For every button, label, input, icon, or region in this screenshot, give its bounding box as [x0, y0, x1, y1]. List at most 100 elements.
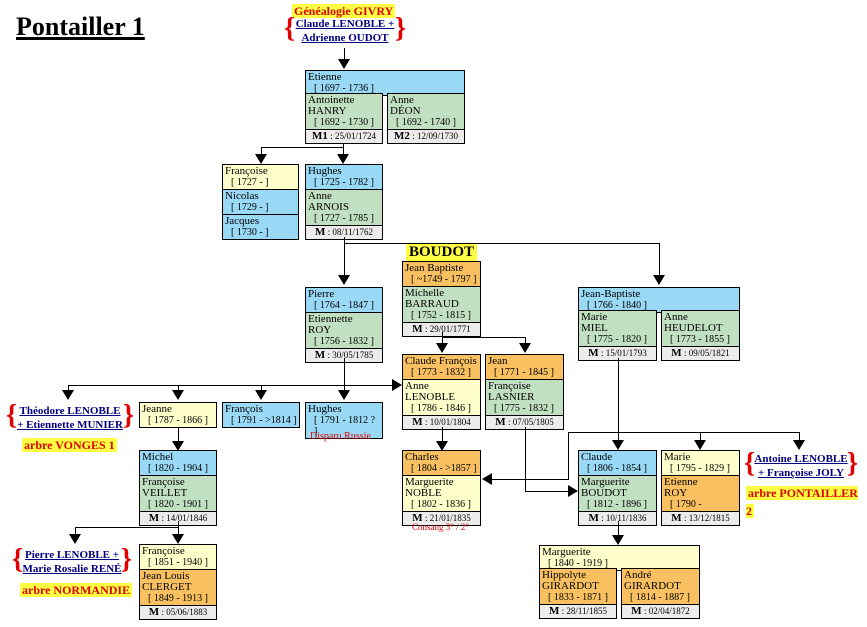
dates-text: [ 1729 - ] [231, 202, 269, 213]
person-cell: Hughes[ 1791 - 1812 ? ] [306, 403, 382, 438]
dates-text: [ 1849 - 1913 ] [148, 593, 208, 604]
connector-line [261, 385, 262, 392]
genealogie-givry-label[interactable]: Généalogie GIVRY [292, 2, 396, 20]
tree-text: arbre PONTAILLER 2 [746, 486, 858, 518]
givry-link-line2[interactable]: Adrienne OUDOT [301, 32, 389, 44]
connector-line [68, 385, 69, 392]
normandie-link-line1[interactable]: Pierre LENOBLE + [24, 549, 120, 561]
dates-text: [ 1727 - 1785 ] [314, 213, 374, 224]
consanguinity-note: Consang 3° / 2° [412, 522, 469, 532]
name-text: Hughes [308, 165, 342, 177]
marriage-text: : 05/06/1883 [161, 607, 208, 617]
person-card-francois-1791[interactable]: François[ 1791 - >1814 ] [222, 402, 300, 428]
surname-text: HEUDELOT [664, 322, 723, 334]
person-card-jeanne[interactable]: Jeanne[ 1787 - 1866 ] [139, 402, 217, 428]
connector-line [442, 337, 526, 338]
marriage-label-text: M [671, 347, 682, 359]
arrow-down-icon [62, 390, 74, 400]
surname-text: ARNOIS [308, 201, 349, 213]
connector-line [344, 243, 345, 277]
surname-text: VEILLET [142, 487, 188, 499]
surname-text: CLERGET [142, 581, 192, 593]
arrow-down-icon [436, 343, 448, 353]
dates-text: [ ~1749 - 1797 ] [411, 274, 477, 285]
marriage-label-text: M [588, 512, 599, 524]
vonges-link-line1[interactable]: Théodore LENOBLE [19, 405, 121, 417]
marriage-text: : 07/05/1805 [507, 417, 554, 427]
person-card-etienne[interactable]: Etienne[ 1697 - 1736 ] [305, 70, 465, 96]
name-text: André [624, 569, 652, 581]
dates-text: [ 1814 - 1887 ] [630, 592, 690, 603]
arrow-down-icon [255, 390, 267, 400]
dates-text: [ 1773 - 1832 ] [411, 367, 471, 378]
surname-text: LASNIER [488, 391, 535, 403]
arrow-down-icon [436, 441, 448, 451]
surname-text: NOBLE [405, 487, 442, 499]
connector-line [344, 48, 345, 60]
connector-line [343, 143, 344, 148]
connector-line [618, 358, 619, 442]
pontailler2-link-line1[interactable]: Antoine LENOBLE [754, 453, 848, 465]
normandie-link-line2[interactable]: Marie Rosalie RENÉ [22, 563, 122, 575]
surname-text: BARRAUD [405, 298, 459, 310]
arrow-down-icon [694, 440, 706, 450]
connector-line [525, 337, 526, 345]
dates-text: [ 1730 - ] [231, 227, 269, 238]
pontailler2-link[interactable]: { Antoine LENOBLE + Françoise JOLY } [744, 448, 858, 480]
person-cell: Jean Baptiste[ ~1749 - 1797 ] [403, 262, 480, 287]
person-card-jean-baptiste-1766[interactable]: Jean-Baptiste[ 1766 - 1840 ] [578, 287, 740, 313]
marriage-label-text: M [314, 226, 326, 238]
givry-link-line1[interactable]: Claude LENOBLE + [295, 18, 395, 30]
marriage-label-text: M [148, 512, 160, 524]
surname-text: BOUDOT [581, 487, 627, 499]
vonges-tree-link[interactable]: arbre VONGES 1 [22, 436, 117, 454]
person-card-hughes-1791[interactable]: Hughes[ 1791 - 1812 ? ] [305, 402, 383, 439]
arrow-down-icon [69, 534, 81, 544]
givry-link[interactable]: { Claude LENOBLE + Adrienne OUDOT } [284, 14, 406, 45]
dates-text: [ 1764 - 1847 ] [314, 300, 374, 311]
dates-text: [ 1791 - >1814 ] [231, 415, 297, 426]
arrow-down-icon [612, 535, 624, 545]
person-cell: M : 30/05/1785 [306, 349, 382, 362]
name-text: Charles [405, 451, 439, 463]
vonges-link[interactable]: { Théodore LENOBLE + Etiennette MUNIER } [6, 401, 134, 432]
connector-line [344, 358, 345, 385]
name-text: Anne [308, 190, 332, 202]
person-cell: M : 09/05/1821 [662, 347, 739, 360]
marriage-label-text: M [412, 512, 423, 524]
brace-icon: { [744, 448, 756, 479]
person-card-marguerite-1840[interactable]: Marguerite[ 1840 - 1919 ] [539, 545, 700, 571]
person-card-siblings[interactable]: Françoise[ 1727 - ] Nicolas[ 1729 - ] Ja… [222, 164, 299, 240]
normandie-link[interactable]: { Pierre LENOBLE + Marie Rosalie RENÉ } [12, 545, 132, 576]
pontailler2-tree-link[interactable]: arbre PONTAILLER 2 [746, 484, 867, 520]
connector-line [261, 147, 344, 148]
name-text: Jacques [225, 215, 260, 227]
pontailler2-link-line2[interactable]: + Françoise JOLY [758, 467, 844, 479]
surname-text: ROY [664, 487, 688, 499]
vonges-link-line2[interactable]: + Etiennette MUNIER [17, 419, 123, 431]
name-text: Jean-Baptiste [581, 288, 641, 300]
dates-text: [ 1802 - 1836 ] [411, 499, 471, 510]
normandie-tree-link[interactable]: arbre NORMANDIE [20, 581, 133, 599]
dates-text: [ 1727 - ] [231, 177, 269, 188]
